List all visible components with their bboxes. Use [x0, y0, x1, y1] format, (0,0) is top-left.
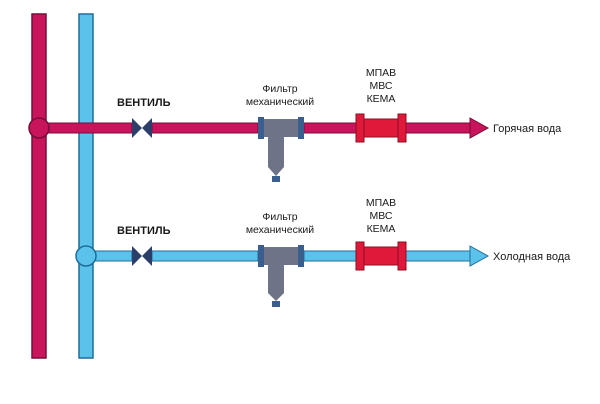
cold-pipe-segment-2	[151, 250, 259, 262]
hot-meter-label-line2: МВС	[370, 80, 393, 92]
hot-meter-label-line1: МПАВ	[366, 67, 396, 79]
cold-valve-icon	[132, 246, 152, 266]
cold-pipe-segment-4	[405, 250, 471, 262]
cold-filter-icon	[258, 245, 304, 307]
hot-filter-label-line1: Фильтр	[262, 83, 297, 95]
cold-junction	[75, 245, 97, 267]
hot-pipe-segment-2	[151, 122, 259, 134]
cold-outlet-label: Холодная вода	[493, 251, 571, 263]
hot-water-riser	[31, 13, 47, 359]
hot-meter-icon	[355, 113, 407, 143]
hot-filter-icon	[258, 117, 304, 182]
hot-pipe-segment-1	[45, 122, 133, 134]
cold-pipe-segment-3	[303, 250, 357, 262]
hot-outlet-label: Горячая вода	[493, 123, 562, 135]
cold-meter-label-line3: КЕМА	[367, 223, 396, 235]
hot-pipe-segment-3	[303, 122, 357, 134]
hot-filter-label-line2: механический	[246, 96, 314, 108]
hot-valve-icon	[132, 118, 152, 138]
cold-meter-icon	[355, 241, 407, 271]
cold-filter-label-line1: Фильтр	[262, 211, 297, 223]
cold-pipe-segment-1	[92, 250, 133, 262]
cold-filter-label-line2: механический	[246, 224, 314, 236]
cold-water-riser	[78, 13, 94, 359]
cold-water-line: ВЕНТИЛЬ Фильтр механический МПАВ МВС КЕМ…	[75, 197, 571, 307]
cold-outlet-arrow-icon	[469, 245, 490, 267]
cold-meter-label-line2: МВС	[370, 210, 393, 222]
hot-outlet-arrow-icon	[469, 117, 490, 139]
hot-valve-label: ВЕНТИЛЬ	[117, 97, 171, 109]
hot-pipe-segment-4	[405, 122, 471, 134]
cold-meter-label-line1: МПАВ	[366, 197, 396, 209]
hot-junction	[28, 117, 50, 139]
hot-meter-label-line3: КЕМА	[367, 93, 396, 105]
cold-valve-label: ВЕНТИЛЬ	[117, 225, 171, 237]
hot-water-line: ВЕНТИЛЬ Фильтр механический МПАВ МВС КЕМ…	[28, 67, 562, 182]
